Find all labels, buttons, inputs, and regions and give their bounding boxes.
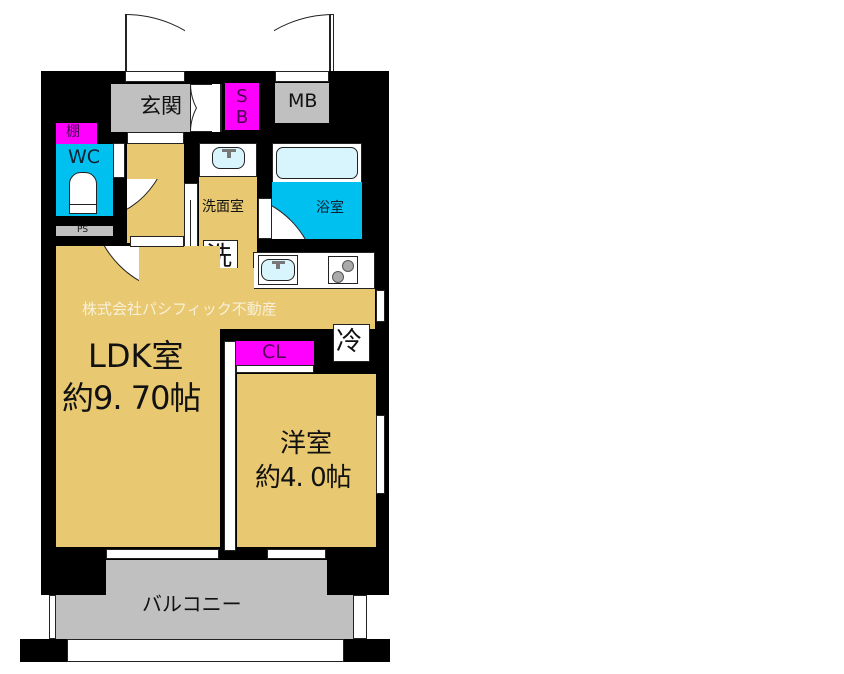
meter-box — [275, 83, 329, 123]
ldk-balcony-window — [106, 549, 219, 559]
washroom-label: 洗面室 — [202, 199, 244, 215]
balcony-edge-rail — [67, 639, 344, 662]
closet-label: CL — [262, 341, 286, 363]
hallway-door-opening — [130, 236, 184, 247]
balcony-wall-left — [41, 560, 106, 595]
stove-burner-icon — [332, 271, 344, 283]
bedroom-size: 約4. 0帖 — [255, 463, 352, 493]
wc-label: WC — [68, 146, 101, 168]
shelf-label: 棚 — [66, 124, 80, 140]
wc-door-opening — [113, 143, 125, 178]
ldk-corridor-area — [184, 268, 254, 292]
ldk-size: 約9. 70帖 — [62, 379, 201, 417]
genkan-door-swing-upper — [190, 84, 212, 108]
mb-door-leaf — [329, 14, 331, 74]
meter-box-label: MB — [288, 90, 318, 112]
ldk-kitchen-area — [184, 289, 375, 329]
balcony-lower — [56, 595, 353, 639]
genkan-door-swing-lower — [190, 108, 212, 132]
balcony-label: バルコニー — [142, 592, 242, 616]
washbasin — [212, 147, 245, 169]
bedroom-side-window — [376, 415, 385, 494]
refrigerator-spot — [333, 324, 370, 362]
kitchen-sink — [261, 259, 295, 281]
ldk-label: LDK室 — [88, 337, 184, 375]
sliding-door-track — [190, 200, 191, 268]
hallway-top-opening — [127, 132, 184, 144]
pipe-space-label: PS — [77, 225, 89, 235]
balcony-rail-left — [49, 595, 56, 639]
shoe-box — [225, 83, 259, 130]
kitchen-faucet-stem — [276, 261, 280, 269]
watermark: 株式会社パシフィック不動産 — [82, 300, 277, 318]
bathroom-label: 浴室 — [316, 200, 344, 216]
toilet-icon — [69, 172, 97, 214]
mb-opening — [275, 71, 329, 82]
faucet-stem — [227, 149, 231, 158]
closet-sliding-door[interactable] — [236, 365, 314, 373]
balcony-wall-right — [327, 560, 389, 595]
entrance-opening — [125, 71, 185, 82]
bedroom-label: 洋室 — [280, 429, 333, 459]
stove-burner-icon — [342, 260, 354, 272]
closet — [236, 341, 314, 365]
shoe-box-label: S B — [235, 86, 249, 128]
bathtub-icon — [276, 147, 358, 179]
bathroom-door-opening — [258, 198, 272, 239]
bedroom-sliding-door[interactable] — [224, 341, 236, 551]
genkan-door-jamb — [220, 84, 222, 132]
genkan-label: 玄関 — [140, 94, 182, 118]
balcony-edge-left — [20, 639, 67, 662]
bedroom-balcony-window — [267, 549, 326, 559]
entrance-door-leaf — [125, 14, 127, 74]
balcony-rail-right — [353, 595, 367, 639]
shelf — [56, 123, 97, 144]
refrigerator-label: 冷 — [336, 327, 363, 357]
balcony-edge-right — [344, 639, 390, 662]
mb-door-swing — [274, 14, 334, 74]
toilet-tank — [69, 204, 97, 214]
bedroom — [237, 374, 376, 547]
pipe-space — [56, 226, 113, 236]
kitchen-window — [376, 290, 385, 322]
